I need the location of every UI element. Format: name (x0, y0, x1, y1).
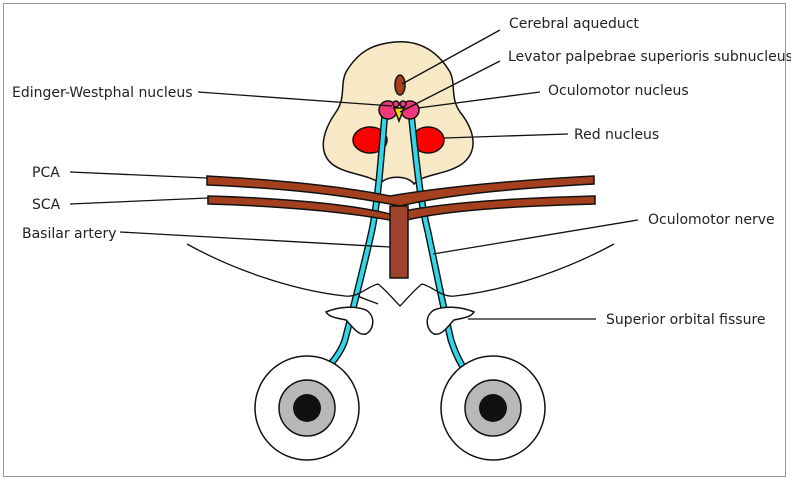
oculomotor-nerve-right-fill (408, 109, 473, 381)
eyeball-left (254, 355, 360, 461)
label-levator-subnucleus: Levator palpebrae superioris subnucleus (508, 49, 791, 65)
red-nucleus-left (352, 126, 388, 154)
sca-artery (207, 195, 596, 223)
label-edinger-westphal: Edinger-Westphal nucleus (12, 85, 193, 101)
superior-orbital-fissure-left (324, 306, 374, 335)
leader-basilar-artery (119, 231, 391, 248)
leader-levator-subnucleus (399, 60, 501, 113)
label-pca: PCA (32, 165, 60, 181)
leader-oculomotor-nucleus (417, 91, 541, 109)
pupil-right (479, 394, 507, 422)
label-oculomotor-nerve: Oculomotor nerve (648, 212, 775, 228)
label-basilar-artery: Basilar artery (22, 226, 117, 242)
superior-orbital-fissure-right (426, 306, 476, 335)
label-superior-orbital-fissure: Superior orbital fissure (606, 312, 766, 328)
leader-edinger-westphal (197, 91, 393, 107)
skull-base-outline (186, 243, 615, 307)
cerebral-aqueduct (394, 74, 406, 96)
leader-pca (69, 171, 208, 179)
edinger-westphal-nucleus-left (392, 100, 400, 108)
eyeball-right (440, 355, 546, 461)
pca-artery (206, 175, 595, 207)
leader-cerebral-aqueduct (401, 29, 501, 85)
oculomotor-nerve-left-fill (315, 109, 388, 381)
edinger-westphal-nucleus-right (399, 100, 407, 108)
label-cerebral-aqueduct: Cerebral aqueduct (509, 16, 639, 32)
leader-sca (69, 197, 209, 205)
label-oculomotor-nucleus: Oculomotor nucleus (548, 83, 689, 99)
clivus-outline (357, 295, 379, 305)
basilar-artery (389, 205, 409, 279)
label-red-nucleus: Red nucleus (574, 127, 659, 143)
leader-red-nucleus (443, 133, 569, 139)
leader-oculomotor-nerve (432, 219, 639, 255)
pupil-left (293, 394, 321, 422)
label-sca: SCA (32, 197, 61, 213)
